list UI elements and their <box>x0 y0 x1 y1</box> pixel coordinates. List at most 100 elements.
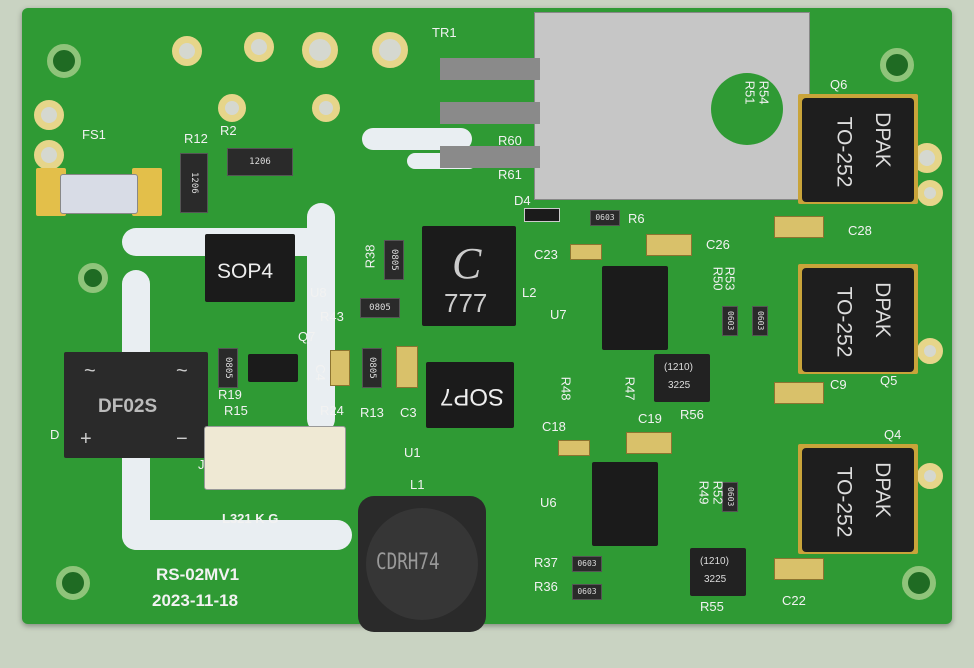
ref-j: J <box>198 457 205 472</box>
u8-sop4: SOP4 <box>205 234 295 302</box>
ref-q6: Q6 <box>830 77 848 92</box>
through-hole <box>172 36 202 66</box>
r56-code: 3225 <box>668 380 691 391</box>
ref-r43: R43 <box>320 309 344 324</box>
ref-r61: R61 <box>498 167 522 182</box>
ref-r15: R15 <box>224 403 248 418</box>
ref-r54: R54 <box>756 80 772 105</box>
capacitor-c4 <box>330 350 350 386</box>
resistor-r53: 0603 <box>722 306 738 336</box>
r56-size: (1210) <box>664 362 693 373</box>
ref-c4: C4 <box>312 364 328 381</box>
resistor-r43: 0805 <box>360 298 400 318</box>
mount-hole-tl <box>47 44 81 78</box>
connector-j <box>204 426 346 490</box>
inductor-l1: CDRH74 <box>358 496 486 632</box>
capacitor-c26 <box>646 234 692 256</box>
ref-fs1: FS1 <box>82 127 106 142</box>
u1-label: SOP7 <box>440 383 505 410</box>
ref-c9: C9 <box>830 377 847 392</box>
through-hole <box>372 32 408 68</box>
fuse <box>60 174 138 214</box>
ref-c22: C22 <box>782 593 806 608</box>
ref-tr1: TR1 <box>432 25 457 40</box>
ref-r49: R49 <box>696 480 712 505</box>
ref-q7: Q7 <box>298 329 316 344</box>
ref-r36: R36 <box>534 579 558 594</box>
bridge-plus: + <box>80 428 92 450</box>
ref-u8: U8 <box>310 285 327 300</box>
power-trace-right <box>307 203 335 433</box>
tr1-pin <box>440 102 540 124</box>
ref-d: D <box>50 427 60 442</box>
ref-l1: L1 <box>410 477 425 492</box>
through-hole <box>34 100 64 130</box>
through-hole <box>917 180 943 206</box>
resistor-r55: (1210) 3225 <box>690 548 746 596</box>
q6-dpak <box>802 98 914 202</box>
resistor-r56: (1210) 3225 <box>654 354 710 402</box>
transformer-tr1 <box>534 12 810 200</box>
through-hole <box>244 32 274 62</box>
ref-c28: C28 <box>848 223 872 238</box>
through-hole <box>302 32 338 68</box>
resistor-r50: 0603 <box>752 306 768 336</box>
l1-ring <box>366 508 478 620</box>
resistor-r13: 0805 <box>362 348 382 388</box>
q6-pkg: DPAK <box>870 112 894 168</box>
power-trace-bottom <box>122 520 352 550</box>
capacitor-c28 <box>774 216 824 238</box>
ref-r13: R13 <box>360 405 384 420</box>
resistor-r2: 1206 <box>227 148 293 176</box>
through-hole <box>917 338 943 364</box>
q5-pkg: DPAK <box>870 282 894 338</box>
ref-r52: R52 <box>710 480 726 505</box>
ref-c3: C3 <box>400 405 417 420</box>
through-hole <box>218 94 246 122</box>
ref-q5: Q5 <box>880 373 898 388</box>
ref-c19: C19 <box>638 411 662 426</box>
ref-r50: R50 <box>710 266 726 291</box>
q4-pkg: DPAK <box>870 462 894 518</box>
resistor-r12: 1206 <box>180 153 208 213</box>
tr1-pin <box>440 146 540 168</box>
ref-r12: R12 <box>184 131 208 146</box>
ref-r55: R55 <box>700 599 724 614</box>
ref-d4: D4 <box>514 193 531 208</box>
mount-hole-bl <box>56 566 90 600</box>
ref-r6: R6 <box>628 211 645 226</box>
u8-label: SOP4 <box>217 260 274 283</box>
bridge-label: DF02S <box>98 396 158 417</box>
ref-r37: R37 <box>534 555 558 570</box>
r55-code: 3225 <box>704 574 727 585</box>
diode-d4 <box>524 208 560 222</box>
ref-u1: U1 <box>404 445 421 460</box>
connector-label: L321 K G <box>222 511 279 526</box>
u1-sop7: SOP7 <box>426 362 514 428</box>
pcb-board: 1206 1206 SOP4 DF02S ~ ~ + − L321 K G C … <box>22 8 952 632</box>
l2-mark: C <box>452 239 482 288</box>
q6-to252: TO-252 <box>832 116 856 188</box>
transistor-q7 <box>248 354 298 382</box>
ref-r24: R24 <box>320 403 344 418</box>
mount-hole-ml <box>78 263 108 293</box>
resistor-r19: 0805 <box>218 348 238 388</box>
bridge-tilde-right: ~ <box>176 360 188 382</box>
ref-l2: L2 <box>522 285 537 300</box>
l2-value: 777 <box>444 288 488 318</box>
ref-c23: C23 <box>534 247 558 262</box>
inductor-l2: C 777 <box>422 226 516 326</box>
ref-r47: R47 <box>622 376 638 401</box>
r55-size: (1210) <box>700 556 729 567</box>
capacitor-c18 <box>558 440 590 456</box>
q5-to252: TO-252 <box>832 286 856 358</box>
board-name: RS-02MV1 <box>156 565 240 584</box>
ref-r48: R48 <box>558 376 574 401</box>
resistor-r36: 0603 <box>572 584 602 600</box>
ref-c18: C18 <box>542 419 566 434</box>
capacitor-c23 <box>570 244 602 260</box>
ref-r56: R56 <box>680 407 704 422</box>
ref-u6: U6 <box>540 495 557 510</box>
through-hole <box>312 94 340 122</box>
ref-r60: R60 <box>498 133 522 148</box>
